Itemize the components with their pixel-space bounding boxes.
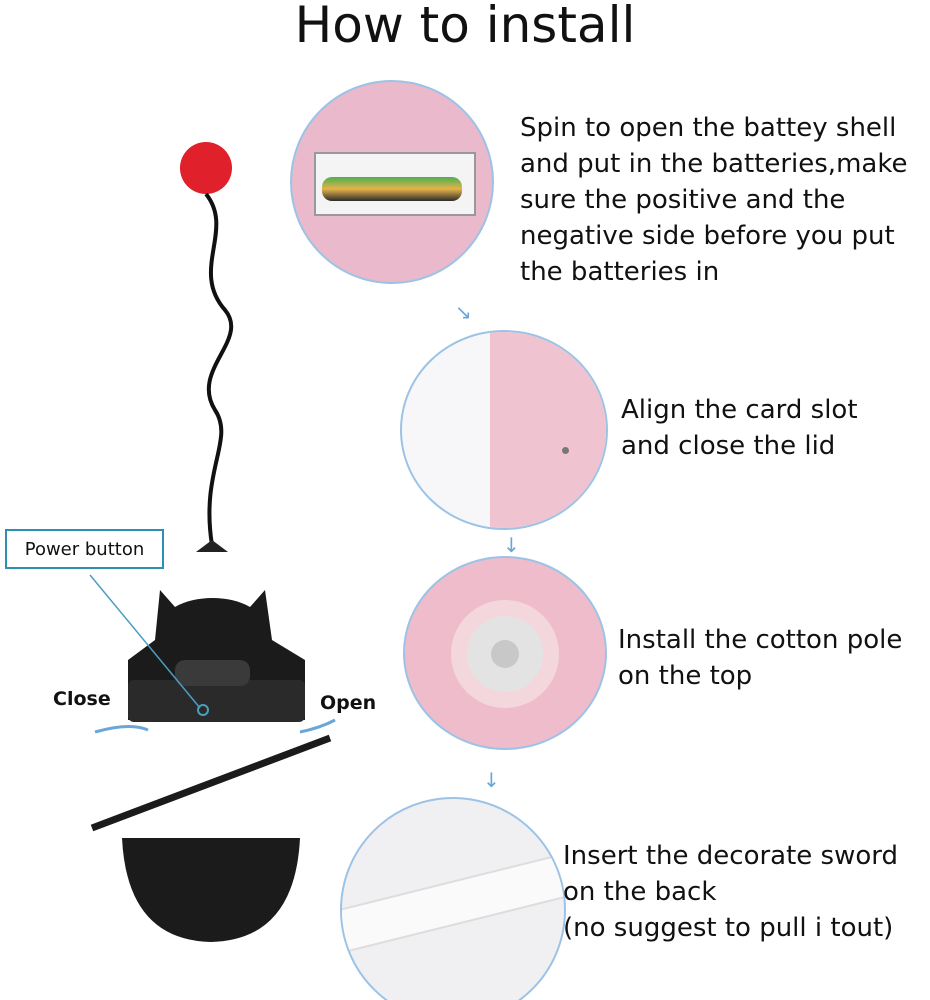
step3-text: Install the cotton pole on the top [618, 622, 902, 694]
step-line: Spin to open the battey shell [520, 113, 897, 143]
step-line: Insert the decorate sword [563, 841, 899, 871]
step-line: the batteries in [520, 257, 720, 287]
step-line: on the back [563, 877, 717, 907]
product-illustration [89, 142, 336, 942]
close-label: Close [53, 688, 111, 710]
arrow-down-icon: ↓ [503, 533, 520, 557]
open-label: Open [320, 692, 377, 714]
step-line: on the top [618, 661, 753, 691]
step-line: (no suggest to pull i tout) [563, 913, 894, 943]
spring-wire [204, 192, 234, 546]
step4-text: Insert the decorate sword on the back (n… [563, 838, 898, 946]
step-line: Install the cotton pole [618, 625, 903, 655]
step-line: Align the card slot [621, 395, 858, 425]
cat-body-bottom [122, 838, 300, 942]
step-line: sure the positive and the [520, 185, 846, 215]
arrow-down-icon: ↓ [483, 768, 500, 792]
red-ball [180, 142, 232, 194]
step1-image [290, 80, 494, 284]
sword [90, 734, 332, 832]
step-line: and close the lid [621, 431, 836, 461]
power-button-label: Power button [5, 529, 164, 569]
step2-text: Align the card slot and close the lid [621, 392, 858, 464]
arrow-down-icon: ↘ [455, 300, 472, 324]
step4-image [340, 797, 566, 1000]
page-title: How to install [294, 0, 636, 54]
step-line: and put in the batteries,make [520, 149, 908, 179]
step2-image [400, 330, 608, 530]
step3-image [403, 556, 607, 750]
step-line: negative side before you put [520, 221, 895, 251]
step1-text: Spin to open the battey shell and put in… [520, 110, 907, 290]
